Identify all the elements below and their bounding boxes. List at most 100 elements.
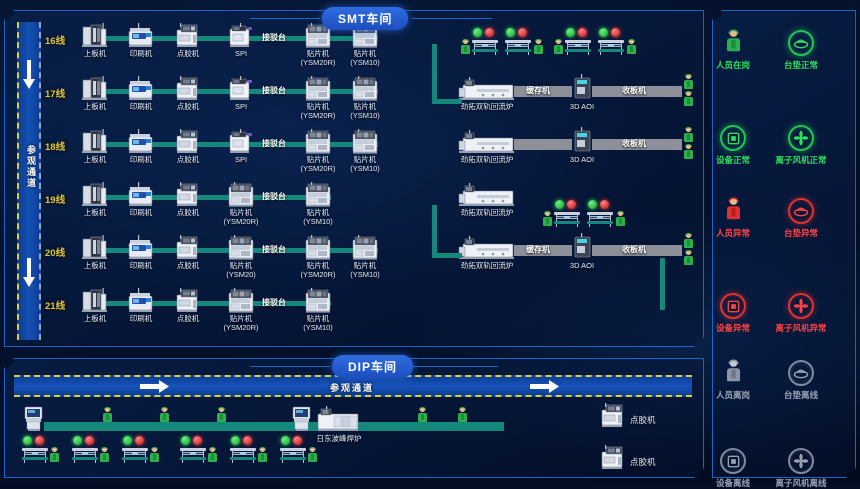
legend-item-normal-0[interactable]: 人员在岗 — [699, 29, 767, 71]
machine-label-5-1: 印刷机 — [129, 314, 153, 323]
legend-item-abnormal-3[interactable]: 离子风机异常 — [767, 293, 835, 334]
machine-dispenser-dip-2 — [601, 445, 623, 469]
bench-status-green-a-1[interactable] — [506, 28, 515, 37]
legend-item-normal-3[interactable]: 离子风机正常 — [767, 125, 835, 166]
bench-status-red-dip-3[interactable] — [193, 436, 202, 445]
machine-spi-line0 — [229, 23, 252, 47]
legend-item-offline-1[interactable]: 台垫离线 — [767, 360, 835, 401]
bench-status-red-a-0[interactable] — [485, 28, 494, 37]
bench-status-red-dip-2[interactable] — [135, 436, 144, 445]
workbench-a-0[interactable] — [472, 38, 498, 55]
machine-label-2-4: 贴片机(YSM20R) — [300, 155, 336, 173]
machine-reflow-line2 — [458, 130, 514, 153]
workbench-dip-3[interactable] — [180, 446, 206, 463]
workbench-b-0[interactable] — [565, 38, 591, 55]
machine-loader-line3 — [82, 182, 107, 206]
workbench-dip-5[interactable] — [280, 446, 306, 463]
machine-label-4-5: 贴片机(YSM10) — [350, 261, 380, 279]
machine-mounter-line4 — [305, 235, 331, 260]
machine-aoi-line4 — [574, 233, 591, 258]
workbench-c-0[interactable] — [554, 210, 580, 227]
bench-status-green-b-0[interactable] — [566, 28, 575, 37]
bench-status-red-dip-5[interactable] — [293, 436, 302, 445]
dip-conveyor-left — [44, 422, 314, 431]
worker-collector-a-4 — [684, 233, 693, 248]
smt-corridor-label: 参观通道 — [26, 145, 36, 189]
machine-label-4-0: 上板机 — [83, 261, 107, 270]
belt-label-5: 接驳台 — [262, 298, 286, 307]
corridor-arrow-down-1 — [23, 60, 35, 89]
bench-status-red-dip-4[interactable] — [243, 436, 252, 445]
legend-icon-wrap — [788, 125, 814, 151]
workbench-dip-1[interactable] — [72, 446, 98, 463]
legend-item-abnormal-1[interactable]: 台垫异常 — [767, 198, 835, 239]
legend-label: 台垫正常 — [783, 60, 818, 70]
workbench-b-1[interactable] — [598, 38, 624, 55]
machine-mounter-line2 — [352, 129, 378, 154]
worker-icon — [727, 29, 741, 52]
bench-status-green-dip-5[interactable] — [281, 436, 290, 445]
legend-item-abnormal-2[interactable]: 设备异常 — [699, 293, 767, 334]
machine-label-0-3: SPI — [234, 49, 248, 58]
bench-status-green-dip-1[interactable] — [73, 436, 82, 445]
machine-label-1-3: SPI — [234, 102, 248, 111]
workbench-dip-2[interactable] — [122, 446, 148, 463]
machine-label-1-0: 上板机 — [83, 102, 107, 111]
workbench-a-1[interactable] — [505, 38, 531, 55]
bench-status-red-c-1[interactable] — [600, 200, 609, 209]
dip-bench-worker-5 — [308, 447, 317, 462]
legend-label: 台垫离线 — [783, 390, 818, 400]
machine-label-2-1: 印刷机 — [129, 155, 153, 164]
dip-conveyor-right — [314, 422, 504, 431]
machine-mounter-line4 — [352, 235, 378, 260]
legend-item-abnormal-0[interactable]: 人员异常 — [699, 197, 767, 239]
aoi-label-4: 3D AOI — [569, 261, 595, 270]
device-icon — [720, 293, 746, 319]
machine-label-3-2: 点胶机 — [176, 208, 200, 217]
dip-worker-line-0 — [103, 407, 112, 422]
legend-item-offline-0[interactable]: 人员离岗 — [699, 359, 767, 401]
bench-status-green-dip-4[interactable] — [231, 436, 240, 445]
machine-label-0-4: 贴片机(YSM20R) — [300, 49, 336, 67]
legend-item-normal-2[interactable]: 设备正常 — [699, 125, 767, 166]
bench-status-red-dip-1[interactable] — [85, 436, 94, 445]
worker-collector-b-2 — [684, 144, 693, 159]
reflow-label-1: 劲拓双轨回流炉 — [460, 102, 514, 111]
workbench-dip-4[interactable] — [230, 446, 256, 463]
worker-icon — [727, 197, 741, 220]
bench-status-red-c-0[interactable] — [567, 200, 576, 209]
machine-loader-line0 — [82, 23, 107, 47]
bench-status-green-b-1[interactable] — [599, 28, 608, 37]
machine-label-5-3: 贴片机(YSM20R) — [223, 314, 259, 332]
bench-status-green-dip-0[interactable] — [23, 436, 32, 445]
legend-label: 离子风机离线 — [775, 478, 827, 488]
workbench-c-1[interactable] — [587, 210, 613, 227]
bench-status-red-b-0[interactable] — [578, 28, 587, 37]
bench-status-red-b-1[interactable] — [611, 28, 620, 37]
workbench-dip-0[interactable] — [22, 446, 48, 463]
machine-printer-line3 — [128, 182, 153, 206]
bench-status-green-dip-3[interactable] — [181, 436, 190, 445]
machine-label-0-5: 贴片机(YSM10) — [350, 49, 380, 67]
bench-status-green-c-0[interactable] — [555, 200, 564, 209]
legend-label: 设备异常 — [715, 323, 750, 333]
legend-icon-wrap — [720, 197, 746, 224]
bench-status-green-dip-2[interactable] — [123, 436, 132, 445]
worker-bench-b-0 — [554, 39, 563, 54]
machine-label-5-0: 上板机 — [83, 314, 107, 323]
machine-printer-line4 — [128, 235, 153, 259]
bench-status-green-c-1[interactable] — [588, 200, 597, 209]
legend-item-normal-1[interactable]: 台垫正常 — [767, 30, 835, 71]
bench-status-green-a-0[interactable] — [473, 28, 482, 37]
machine-label-2-0: 上板机 — [83, 155, 107, 164]
bench-status-red-dip-0[interactable] — [35, 436, 44, 445]
machine-label-5-2: 点胶机 — [176, 314, 200, 323]
machine-label-5-4: 贴片机(YSM10) — [303, 314, 333, 332]
bench-status-red-a-1[interactable] — [518, 28, 527, 37]
buffer-belt-1 — [514, 86, 572, 97]
buffer-label-1: 缓存机 — [526, 86, 550, 95]
merge-conveyor-1920-out — [432, 253, 462, 258]
line-label-5: 21线 — [45, 301, 66, 312]
legend-label: 设备离线 — [715, 478, 750, 488]
